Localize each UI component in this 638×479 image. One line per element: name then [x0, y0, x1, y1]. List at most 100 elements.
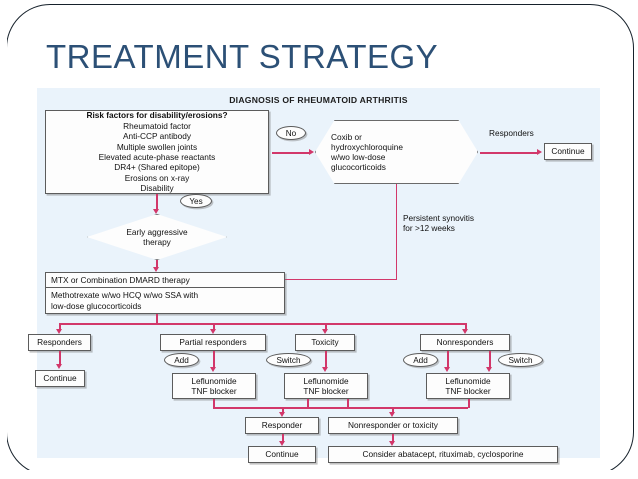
- risk-factors-box: Risk factors for disability/erosions? Rh…: [45, 110, 269, 194]
- continue-responders-text: Continue: [43, 373, 77, 384]
- drug-line-1: Leflunomide: [191, 375, 237, 386]
- arrow-toxicity-drug-head: [322, 367, 329, 372]
- arrow-early-to-mtx-line: [156, 260, 158, 269]
- drug-box-toxicity: Leflunomide TNF blocker: [284, 373, 368, 399]
- early-therapy-line-2: therapy: [143, 237, 171, 247]
- outcome-box-partial-responders: Partial responders: [160, 334, 266, 351]
- outcome-label: Responders: [37, 337, 82, 348]
- coxib-node-text: Coxib or hydroxychloroquine w/wo low-dos…: [315, 120, 478, 184]
- outcome-box-responders: Responders: [28, 334, 91, 351]
- outcome-label: Nonresponders: [436, 337, 494, 348]
- arrow-persistent-vline: [395, 184, 398, 280]
- branch-yes-text: Yes: [189, 196, 203, 206]
- arrow-partial-drug-line: [213, 351, 215, 369]
- coxib-line: Coxib or: [331, 131, 362, 142]
- coxib-node-shape: [315, 120, 478, 184]
- bus-drop-responders: [59, 323, 61, 331]
- continue-box-top: Continue: [544, 143, 592, 160]
- arrow-resp-continue-head: [56, 364, 63, 369]
- early-therapy-node: Early aggressive therapy: [87, 214, 229, 262]
- coxib-decision-node: Coxib or hydroxychloroquine w/wo low-dos…: [315, 120, 480, 186]
- action-add-text: Add: [174, 355, 189, 365]
- arrow-nonresponder-box-line: [392, 407, 394, 414]
- outcome-box-toxicity: Toxicity: [295, 334, 355, 351]
- risk-factor-item: Erosions on x-ray: [124, 172, 190, 183]
- outcome-bus-line: [59, 323, 465, 325]
- arrow-final-continue-head: [279, 441, 286, 446]
- drug-exit-toxicity-right: [347, 399, 349, 408]
- arrow-final-consider-line: [392, 434, 394, 443]
- nonresponder-result-box: Nonresponder or toxicity: [328, 417, 458, 434]
- outcome-box-nonresponders: Nonresponders: [420, 334, 510, 351]
- risk-factor-item: DR4+ (Shared epitope): [114, 162, 200, 173]
- frame-mask-bottom: [0, 470, 638, 479]
- bus-drop-toxicity: [325, 323, 327, 331]
- bus-drop-nonresponders-head: [462, 329, 469, 334]
- mtx-box-detail: Methotrexate w/wo HCQ w/wo SSA with low-…: [46, 288, 284, 313]
- outcome-label: Toxicity: [311, 337, 339, 348]
- action-oval-switch-nonresponders: Switch: [498, 353, 543, 367]
- action-switch-text: Switch: [508, 355, 533, 365]
- action-add-text: Add: [413, 355, 428, 365]
- drug-exit-nonresponders: [468, 399, 470, 408]
- bus-drop-responders-head: [56, 329, 63, 334]
- arrow-early-to-mtx-head: [153, 267, 160, 272]
- risk-factor-item: Disability: [140, 183, 174, 194]
- risk-factor-item: Anti-CCP antibody: [122, 131, 192, 142]
- coxib-line: hydroxychloroquine: [331, 141, 403, 152]
- continue-box-responders: Continue: [35, 370, 85, 387]
- early-therapy-text: Early aggressive therapy: [87, 214, 227, 260]
- bus-drop-toxicity-head: [322, 329, 329, 334]
- arrow-yes-line: [156, 194, 158, 211]
- early-therapy-line-1: Early aggressive: [126, 226, 188, 237]
- consider-biologics-box: Consider abatacept, rituximab, cyclospor…: [328, 446, 558, 463]
- risk-factor-item: Rheumatoid factor: [123, 120, 191, 131]
- diagram-heading: DIAGNOSIS OF RHEUMATOID ARTHRITIS: [229, 95, 408, 105]
- drug-box-nonresponders: Leflunomide TNF blocker: [426, 373, 510, 399]
- coxib-line: glucocorticoids: [331, 162, 386, 173]
- bus-drop-partial: [213, 323, 215, 331]
- arrow-resp-continue-line: [59, 351, 61, 366]
- arrow-responder-box-head: [279, 412, 286, 417]
- frame-mask-left: [0, 0, 7, 479]
- branch-label-yes: Yes: [180, 194, 212, 208]
- arrow-nonresp-add-line: [447, 351, 449, 369]
- arrow-final-consider-head: [389, 441, 396, 446]
- action-oval-add-partial: Add: [164, 353, 199, 367]
- consider-box-text: Consider abatacept, rituximab, cyclospor…: [362, 449, 524, 460]
- bus-drop-nonresponders: [465, 323, 467, 331]
- branch-label-no: No: [276, 126, 306, 140]
- drug-line-2: TNF blocker: [303, 386, 349, 396]
- drug-line-1: Leflunomide: [445, 375, 491, 386]
- responder-box-text: Responder: [261, 420, 303, 431]
- arrow-responder-box-line: [282, 407, 284, 414]
- drug-line-1: Leflunomide: [303, 375, 349, 386]
- outcome-label: Partial responders: [179, 337, 247, 348]
- arrow-nonresponder-box-head: [389, 412, 396, 417]
- drug-exit-toxicity-left: [307, 399, 309, 408]
- risk-factors-heading: Risk factors for disability/erosions?: [86, 110, 228, 121]
- arrow-nonresp-switch-head: [486, 367, 493, 372]
- action-switch-text: Switch: [276, 355, 301, 365]
- branch-no-text: No: [285, 128, 297, 138]
- arrow-final-continue-line: [282, 434, 284, 443]
- risk-factor-item: Elevated acute-phase reactants: [98, 152, 216, 162]
- mtx-detail-line-1: Methotrexate w/wo HCQ w/wo SSA with: [51, 290, 199, 300]
- arrow-responders-line: [480, 152, 538, 154]
- diagram-panel: DIAGNOSIS OF RHEUMATOID ARTHRITIS Risk f…: [28, 88, 600, 463]
- mtx-therapy-box: MTX or Combination DMARD therapy Methotr…: [45, 272, 285, 314]
- risk-factor-item: Multiple swollen joints: [116, 141, 198, 152]
- action-oval-switch-toxicity: Switch: [266, 353, 311, 367]
- persistent-line-2: for >12 weeks: [403, 223, 455, 234]
- arrow-partial-drug-head: [210, 367, 217, 372]
- drug-box-partial: Leflunomide TNF blocker: [172, 373, 256, 399]
- arrow-toxicity-drug-line: [325, 351, 327, 369]
- arrow-nonresp-switch-line: [489, 351, 491, 369]
- continue-top-text: Continue: [551, 146, 585, 157]
- responders-label-top: Responders: [489, 128, 534, 138]
- coxib-line: w/wo low-dose: [331, 152, 386, 162]
- mtx-box-title: MTX or Combination DMARD therapy: [46, 273, 284, 288]
- persistent-line-1: Persistent synovitis: [403, 213, 475, 223]
- arrow-no-head: [309, 148, 314, 155]
